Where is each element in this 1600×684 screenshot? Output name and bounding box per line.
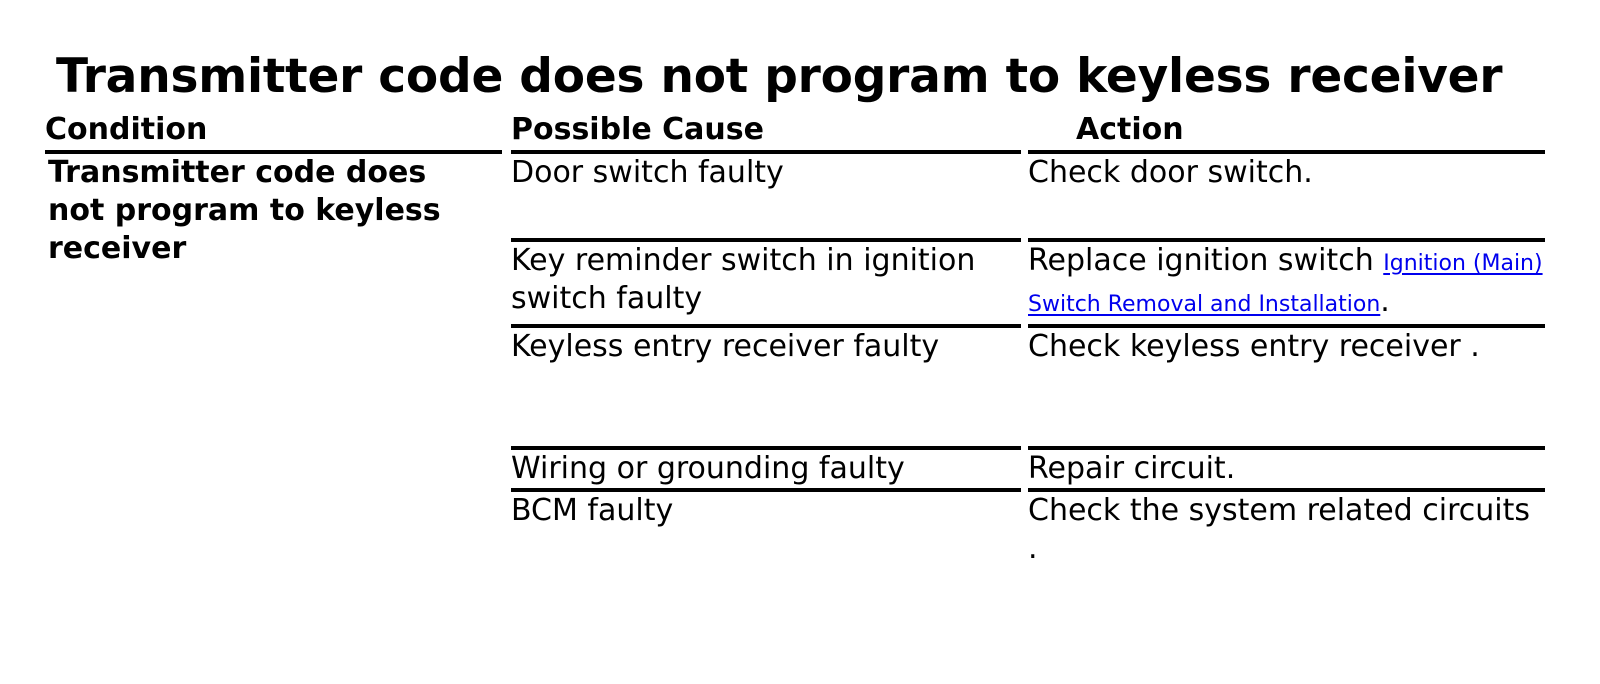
- possible-cause-cell: BCM faulty: [511, 488, 1021, 588]
- table-row: Keyless entry receiver faulty Check keyl…: [45, 324, 1545, 448]
- column-gap-2-body: [1021, 448, 1028, 490]
- action-cell: Check door switch.: [1028, 150, 1545, 240]
- action-text: Check door switch.: [1028, 155, 1313, 190]
- possible-cause-cell: Door switch faulty: [511, 150, 1021, 240]
- table-row: Wiring or grounding faulty Repair circui…: [45, 446, 1545, 490]
- possible-cause-cell: Key reminder switch in ignition switch f…: [511, 238, 1021, 326]
- action-cell: Replace ignition switch Ignition (Main) …: [1028, 238, 1545, 326]
- action-suffix: .: [1460, 329, 1480, 364]
- possible-cause-cell: Keyless entry receiver faulty: [511, 324, 1021, 448]
- action-text: Repair circuit.: [1028, 451, 1236, 486]
- condition-cell: Transmitter code does not program to key…: [45, 150, 502, 588]
- column-gap-2: [1021, 110, 1028, 152]
- column-header-action: Action: [1076, 112, 1184, 147]
- action-cell: Check the system related circuits .: [1028, 488, 1545, 588]
- action-reference-link[interactable]: Ignition (Main) Switch Removal and Insta…: [1028, 251, 1543, 317]
- column-gap-2-body: [1021, 326, 1028, 448]
- column-gap-1: [502, 110, 511, 152]
- page-title: Transmitter code does not program to key…: [56, 49, 1503, 105]
- column-gap-2-body: [1021, 152, 1028, 240]
- action-text: Check the system related circuits: [1028, 493, 1530, 528]
- troubleshooting-table: Condition Possible Cause Action Transmit…: [45, 110, 1545, 588]
- action-cell: Check keyless entry receiver .: [1028, 324, 1545, 448]
- table-header-row: Condition Possible Cause Action: [45, 110, 1545, 152]
- action-suffix: .: [1028, 531, 1038, 566]
- table-row: BCM faulty Check the system related circ…: [45, 488, 1545, 588]
- table-row: Key reminder switch in ignition switch f…: [45, 238, 1545, 326]
- column-gap-2-body: [1021, 490, 1028, 588]
- possible-cause-cell: Wiring or grounding faulty: [511, 446, 1021, 490]
- column-header-condition: Condition: [45, 112, 208, 147]
- action-cell: Repair circuit.: [1028, 446, 1545, 490]
- action-text: Replace ignition switch: [1028, 243, 1384, 278]
- column-gap-1-body: [502, 152, 511, 588]
- column-header-possible-cause: Possible Cause: [511, 112, 764, 147]
- column-gap-2-body: [1021, 240, 1028, 326]
- table-row: Transmitter code does not program to key…: [45, 150, 1545, 588]
- action-text: Check keyless entry receiver: [1028, 329, 1461, 364]
- action-suffix: .: [1380, 284, 1390, 319]
